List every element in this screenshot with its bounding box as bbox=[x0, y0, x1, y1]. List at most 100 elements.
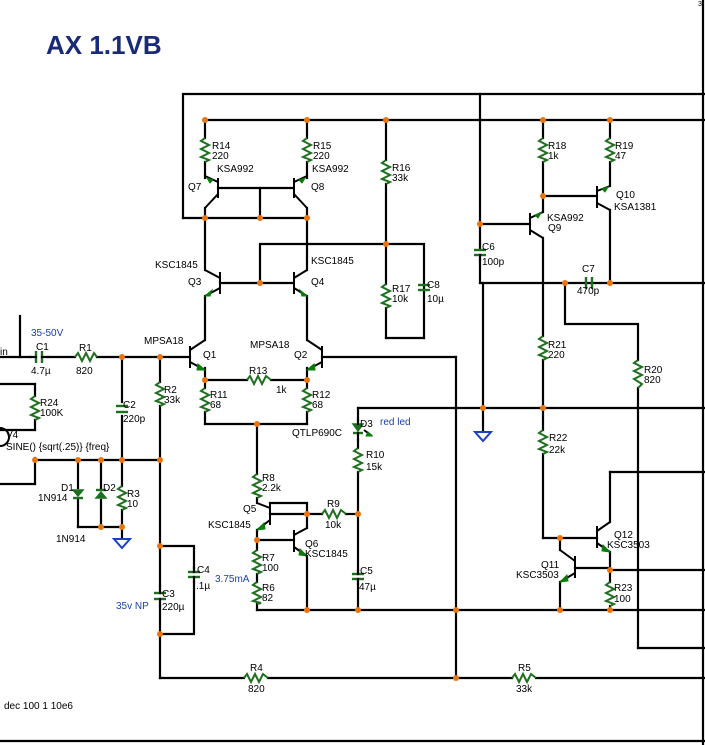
label-q11: Q11 bbox=[541, 560, 560, 571]
capacitor-c7 bbox=[584, 277, 594, 289]
type-q2: MPSA18 bbox=[250, 340, 290, 351]
value-r1: 820 bbox=[76, 366, 93, 377]
capacitor-c5 bbox=[352, 568, 364, 586]
value-r6: 82 bbox=[262, 593, 274, 604]
value-r20: 820 bbox=[644, 375, 661, 386]
transistor-q2 bbox=[305, 339, 323, 371]
label-q9: Q9 bbox=[548, 223, 562, 234]
supply-label: 35-50V bbox=[31, 328, 64, 339]
value-r10: 15k bbox=[366, 462, 383, 473]
label-r15: R15 bbox=[313, 141, 332, 152]
resistor-r5 bbox=[511, 671, 537, 685]
type-q12: KSC3503 bbox=[607, 540, 650, 551]
transistor-q9 bbox=[529, 211, 544, 239]
type-q5: KSC1845 bbox=[208, 520, 251, 531]
value-r24: 100K bbox=[40, 408, 64, 419]
resistor-r16 bbox=[379, 159, 393, 185]
source-expression: SINE() {sqrt(.25)} {freq} bbox=[6, 442, 110, 453]
label-d3: D3 bbox=[360, 419, 373, 430]
label-q10: Q10 bbox=[616, 190, 635, 201]
transistor-q10 bbox=[596, 185, 611, 211]
current-annotation: 3.75mA bbox=[215, 574, 250, 585]
type-d1: 1N914 bbox=[38, 493, 68, 504]
label-r2: R2 bbox=[164, 385, 177, 396]
resistor-r2 bbox=[153, 381, 167, 407]
label-q12: Q12 bbox=[614, 530, 633, 541]
transistor-q12 bbox=[596, 521, 612, 553]
resistor-r7 bbox=[250, 549, 264, 575]
resistor-r1 bbox=[74, 350, 98, 364]
resistor-r15 bbox=[300, 137, 314, 163]
label-c3: C3 bbox=[162, 589, 175, 600]
resistor-r11 bbox=[198, 387, 212, 413]
type-q7: KSA992 bbox=[217, 164, 254, 175]
label-c8: C8 bbox=[427, 280, 440, 291]
label-r1: R1 bbox=[79, 343, 92, 354]
resistor-r19 bbox=[603, 137, 617, 163]
value-r22: 22k bbox=[549, 445, 566, 456]
transistor-q3 bbox=[203, 269, 221, 297]
ground-symbol bbox=[111, 538, 133, 550]
value-c2: 220p bbox=[123, 414, 146, 425]
value-c8: 10µ bbox=[427, 294, 444, 305]
value-r5: 33k bbox=[516, 684, 533, 695]
label-c7: C7 bbox=[582, 264, 595, 275]
capacitor-c1 bbox=[28, 351, 50, 363]
transistors bbox=[189, 175, 612, 583]
value-r14: 220 bbox=[212, 151, 229, 162]
label-v4: V4 bbox=[6, 430, 19, 441]
transistor-q1 bbox=[189, 339, 207, 371]
label-r14: R14 bbox=[212, 141, 231, 152]
type-q11: KSC3503 bbox=[516, 570, 559, 581]
input-label: in bbox=[0, 347, 8, 358]
capacitor-c8 bbox=[418, 283, 430, 292]
ground-symbol bbox=[472, 431, 494, 443]
value-c3: 220µ bbox=[162, 602, 185, 613]
led-d3 bbox=[351, 418, 374, 442]
resistor-r14 bbox=[198, 137, 212, 163]
value-r16: 33k bbox=[392, 173, 409, 184]
transistor-q6 bbox=[293, 527, 309, 557]
label-c5: C5 bbox=[360, 566, 373, 577]
label-q3: Q3 bbox=[188, 277, 202, 288]
label-r24: R24 bbox=[40, 398, 59, 409]
label-r18: R18 bbox=[548, 141, 567, 152]
label-c4: C4 bbox=[197, 565, 210, 576]
corner-mark: 3 bbox=[698, 1, 702, 8]
label-r12: R12 bbox=[312, 390, 331, 401]
value-c4: .1µ bbox=[196, 581, 210, 592]
signal-source-v4 bbox=[0, 427, 10, 447]
diode-d2 bbox=[94, 488, 108, 499]
type-q3: KSC1845 bbox=[155, 260, 198, 271]
label-q6: Q6 bbox=[305, 539, 319, 550]
value-r7: 100 bbox=[262, 563, 279, 574]
type-q1: MPSA18 bbox=[144, 336, 184, 347]
c3-note: 35v NP bbox=[116, 601, 149, 612]
label-q5: Q5 bbox=[243, 504, 257, 515]
label-r16: R16 bbox=[392, 163, 411, 174]
capacitor-c4 bbox=[188, 566, 200, 584]
resistor-r12 bbox=[300, 387, 314, 413]
label-r5: R5 bbox=[518, 663, 531, 674]
resistors bbox=[28, 137, 645, 685]
label-r4: R4 bbox=[250, 663, 263, 674]
value-c5: 47µ bbox=[359, 582, 376, 593]
label-q2: Q2 bbox=[294, 350, 308, 361]
value-c7: 470p bbox=[577, 286, 600, 297]
resistor-r6 bbox=[250, 581, 264, 605]
grounds bbox=[111, 431, 494, 550]
label-d1: D1 bbox=[61, 483, 74, 494]
label-c2: C2 bbox=[123, 400, 136, 411]
value-r23: 100 bbox=[614, 594, 631, 605]
resistor-r22 bbox=[536, 429, 550, 455]
diodes bbox=[71, 418, 374, 500]
value-r9: 10k bbox=[325, 520, 342, 531]
label-q8: Q8 bbox=[311, 182, 325, 193]
junctions bbox=[32, 117, 613, 681]
capacitor-c2 bbox=[116, 404, 128, 414]
type-d2: 1N914 bbox=[56, 534, 86, 545]
type-q4: KSC1845 bbox=[311, 256, 354, 267]
resistor-r17 bbox=[379, 283, 393, 309]
value-r2: 33k bbox=[164, 395, 181, 406]
